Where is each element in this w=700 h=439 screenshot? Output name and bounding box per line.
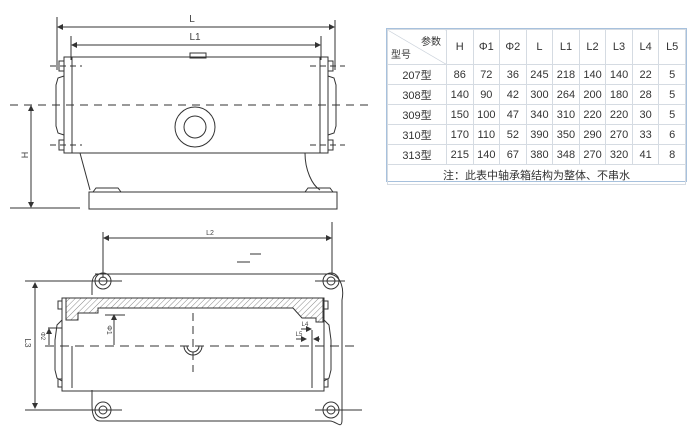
value-cell: 150 xyxy=(446,104,474,125)
value-cell: 140 xyxy=(578,64,607,85)
value-cell: 22 xyxy=(631,64,660,85)
dim-label-l: L xyxy=(189,14,195,25)
value-cell: 86 xyxy=(446,64,474,85)
col-header: L1 xyxy=(552,29,580,65)
value-cell: 290 xyxy=(578,124,607,145)
table-row: 310型 170 110 52 390 350 290 270 33 6 xyxy=(387,124,686,145)
value-cell: 300 xyxy=(525,84,554,105)
value-cell: 42 xyxy=(499,84,527,105)
value-cell: 310 xyxy=(552,104,580,125)
col-header: L2 xyxy=(578,29,607,65)
col-header: L4 xyxy=(631,29,660,65)
col-header: L3 xyxy=(605,29,633,65)
table-header-row: 参数 型号 H Φ1 Φ2 L L1 L2 L3 L4 L5 xyxy=(387,29,686,65)
value-cell: 47 xyxy=(499,104,527,125)
dim-label-l4: L4 xyxy=(302,322,309,328)
value-cell: 245 xyxy=(525,64,554,85)
value-cell: 340 xyxy=(525,104,554,125)
value-cell: 180 xyxy=(605,84,633,105)
value-cell: 28 xyxy=(631,84,660,105)
table-row: 308型 140 90 42 300 264 200 180 28 5 xyxy=(387,84,686,105)
value-cell: 264 xyxy=(552,84,580,105)
value-cell: 8 xyxy=(658,144,686,165)
col-header: Φ2 xyxy=(499,29,527,65)
value-cell: 41 xyxy=(631,144,660,165)
table-row: 207型 86 72 36 245 218 140 140 22 5 xyxy=(387,64,686,85)
value-cell: 200 xyxy=(578,84,607,105)
value-cell: 218 xyxy=(552,64,580,85)
value-cell: 72 xyxy=(472,64,501,85)
front-view xyxy=(10,17,370,210)
value-cell: 140 xyxy=(472,144,501,165)
dim-label-h: H xyxy=(20,152,30,159)
value-cell: 350 xyxy=(552,124,580,145)
dim-label-phi2: Φ2 xyxy=(39,332,45,341)
model-cell: 313型 xyxy=(387,144,447,165)
plan-view xyxy=(25,222,362,426)
value-cell: 36 xyxy=(499,64,527,85)
value-cell: 220 xyxy=(605,104,633,125)
dim-label-phi1: Φ1 xyxy=(105,325,112,335)
value-cell: 5 xyxy=(658,84,686,105)
value-cell: 270 xyxy=(578,144,607,165)
value-cell: 140 xyxy=(605,64,633,85)
value-cell: 6 xyxy=(658,124,686,145)
value-cell: 90 xyxy=(472,84,501,105)
value-cell: 33 xyxy=(631,124,660,145)
param-label: 参数 xyxy=(421,37,441,48)
table-corner-cell: 参数 型号 xyxy=(387,29,447,65)
table-row: 313型 215 140 67 380 348 270 320 41 8 xyxy=(387,144,686,165)
model-cell: 308型 xyxy=(387,84,447,105)
dim-label-l1: L1 xyxy=(189,32,201,43)
col-header: L xyxy=(525,29,554,65)
value-cell: 390 xyxy=(525,124,554,145)
value-cell: 5 xyxy=(658,104,686,125)
model-cell: 207型 xyxy=(387,64,447,85)
spec-table-grid: 参数 型号 H Φ1 Φ2 L L1 L2 L3 L4 L5 207型 86 7… xyxy=(387,29,686,185)
model-label: 型号 xyxy=(391,50,411,61)
table-note: 注：此表中轴承箱结构为整体、不串水 xyxy=(387,164,686,185)
value-cell: 170 xyxy=(446,124,474,145)
table-note-row: 注：此表中轴承箱结构为整体、不串水 xyxy=(387,164,686,185)
model-cell: 310型 xyxy=(387,124,447,145)
dim-label-l3: L3 xyxy=(23,339,32,348)
value-cell: 220 xyxy=(578,104,607,125)
value-cell: 320 xyxy=(605,144,633,165)
value-cell: 215 xyxy=(446,144,474,165)
value-cell: 5 xyxy=(658,64,686,85)
value-cell: 67 xyxy=(499,144,527,165)
col-header: H xyxy=(446,29,474,65)
dim-label-l5: L5 xyxy=(296,332,303,338)
value-cell: 140 xyxy=(446,84,474,105)
model-cell: 309型 xyxy=(387,104,447,125)
value-cell: 270 xyxy=(605,124,633,145)
value-cell: 100 xyxy=(472,104,501,125)
value-cell: 110 xyxy=(472,124,501,145)
value-cell: 380 xyxy=(525,144,554,165)
col-header: L5 xyxy=(658,29,686,65)
value-cell: 52 xyxy=(499,124,527,145)
col-header: Φ1 xyxy=(472,29,501,65)
spec-table: 参数 型号 H Φ1 Φ2 L L1 L2 L3 L4 L5 207型 86 7… xyxy=(386,28,687,185)
value-cell: 30 xyxy=(631,104,660,125)
value-cell: 348 xyxy=(552,144,580,165)
dim-label-l2: L2 xyxy=(206,230,214,237)
table-row: 309型 150 100 47 340 310 220 220 30 5 xyxy=(387,104,686,125)
